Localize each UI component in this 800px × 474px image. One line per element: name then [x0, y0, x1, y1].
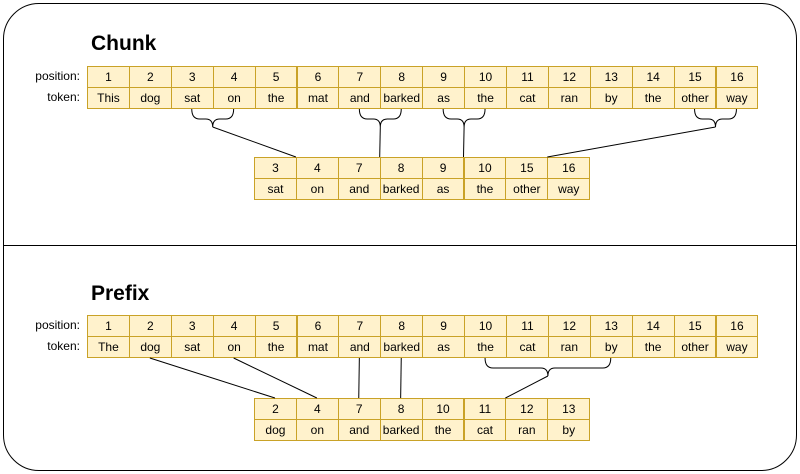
- chunk-group-connector: [212, 126, 297, 158]
- prefix-position-label: position:: [35, 318, 80, 332]
- prefix-token-cell: way: [715, 336, 759, 358]
- prefix-position-cell: 14: [631, 315, 675, 337]
- prefix-token-cell: mat: [296, 336, 340, 358]
- chunk-token-cell: cat: [506, 87, 549, 109]
- prefix-position-cell: 11: [506, 315, 549, 337]
- chunk-selected-position-cell: 10: [463, 157, 507, 179]
- prefix-token-cell: by: [589, 336, 633, 358]
- chunk-token-cell: barked: [380, 87, 424, 109]
- prefix-token-cell: cat: [506, 336, 549, 358]
- chunk-selected-token-cell: sat: [254, 178, 297, 200]
- chunk-token-cell: way: [715, 87, 759, 109]
- prefix-token-cell: as: [422, 336, 466, 358]
- prefix-token-connector: [400, 357, 402, 399]
- chunk-group-connector: [379, 126, 381, 158]
- prefix-selected-token-cell: cat: [463, 419, 507, 441]
- chunk-group-brace: [442, 108, 486, 128]
- chunk-token-cell: the: [464, 87, 507, 109]
- chunk-title: Chunk: [91, 32, 157, 55]
- prefix-token-cell: dog: [128, 336, 172, 358]
- prefix-token-connector: [358, 357, 360, 399]
- chunk-token-cell: sat: [170, 87, 214, 109]
- prefix-token-cell: The: [87, 336, 130, 358]
- chunk-token-cell: ran: [547, 87, 591, 109]
- prefix-token-connector: [233, 357, 318, 399]
- chunk-selected-token-cell: way: [547, 178, 591, 200]
- chunk-group-brace: [694, 108, 737, 128]
- chunk-selected-token-cell: other: [505, 178, 549, 200]
- chunk-selected-token-cell: on: [295, 178, 339, 200]
- chunk-selected-token-cell: and: [337, 178, 381, 200]
- prefix-selected-token-cell: on: [295, 419, 339, 441]
- chunk-position-label: position:: [35, 69, 80, 83]
- chunk-group-connector: [463, 126, 465, 158]
- prefix-selected-token-cell: the: [421, 419, 465, 441]
- prefix-group-brace: [484, 357, 612, 377]
- prefix-selected-token-cell: dog: [254, 419, 297, 441]
- prefix-token-cell: the: [631, 336, 675, 358]
- prefix-token-cell: the: [254, 336, 298, 358]
- prefix-group-connector: [505, 375, 549, 399]
- prefix-token-cell: and: [338, 336, 382, 358]
- prefix-token-cell: sat: [170, 336, 214, 358]
- prefix-position-cell: 12: [547, 315, 591, 337]
- prefix-token-label: token:: [47, 339, 80, 353]
- chunk-group-brace: [358, 108, 402, 128]
- chunk-selected-token-cell: barked: [379, 178, 423, 200]
- prefix-selected-position-cell: 11: [463, 398, 507, 420]
- prefix-selected-token-cell: ran: [505, 419, 549, 441]
- prefix-title: Prefix: [91, 282, 150, 305]
- chunk-token-cell: the: [631, 87, 675, 109]
- prefix-token-cell: on: [212, 336, 256, 358]
- prefix-token-cell: ran: [547, 336, 591, 358]
- chunk-group-brace: [191, 108, 235, 128]
- prefix-selected-token-cell: by: [547, 419, 591, 441]
- prefix-token-cell: the: [464, 336, 507, 358]
- chunk-token-cell: mat: [296, 87, 340, 109]
- chunk-group-connector: [547, 126, 716, 158]
- diagram-frame: [3, 3, 797, 471]
- prefix-token-connector: [149, 357, 276, 399]
- chunk-position-cell: 16: [715, 66, 759, 88]
- prefix-token-cell: barked: [380, 336, 424, 358]
- chunk-token-label: token:: [47, 90, 80, 104]
- section-divider: [4, 245, 796, 246]
